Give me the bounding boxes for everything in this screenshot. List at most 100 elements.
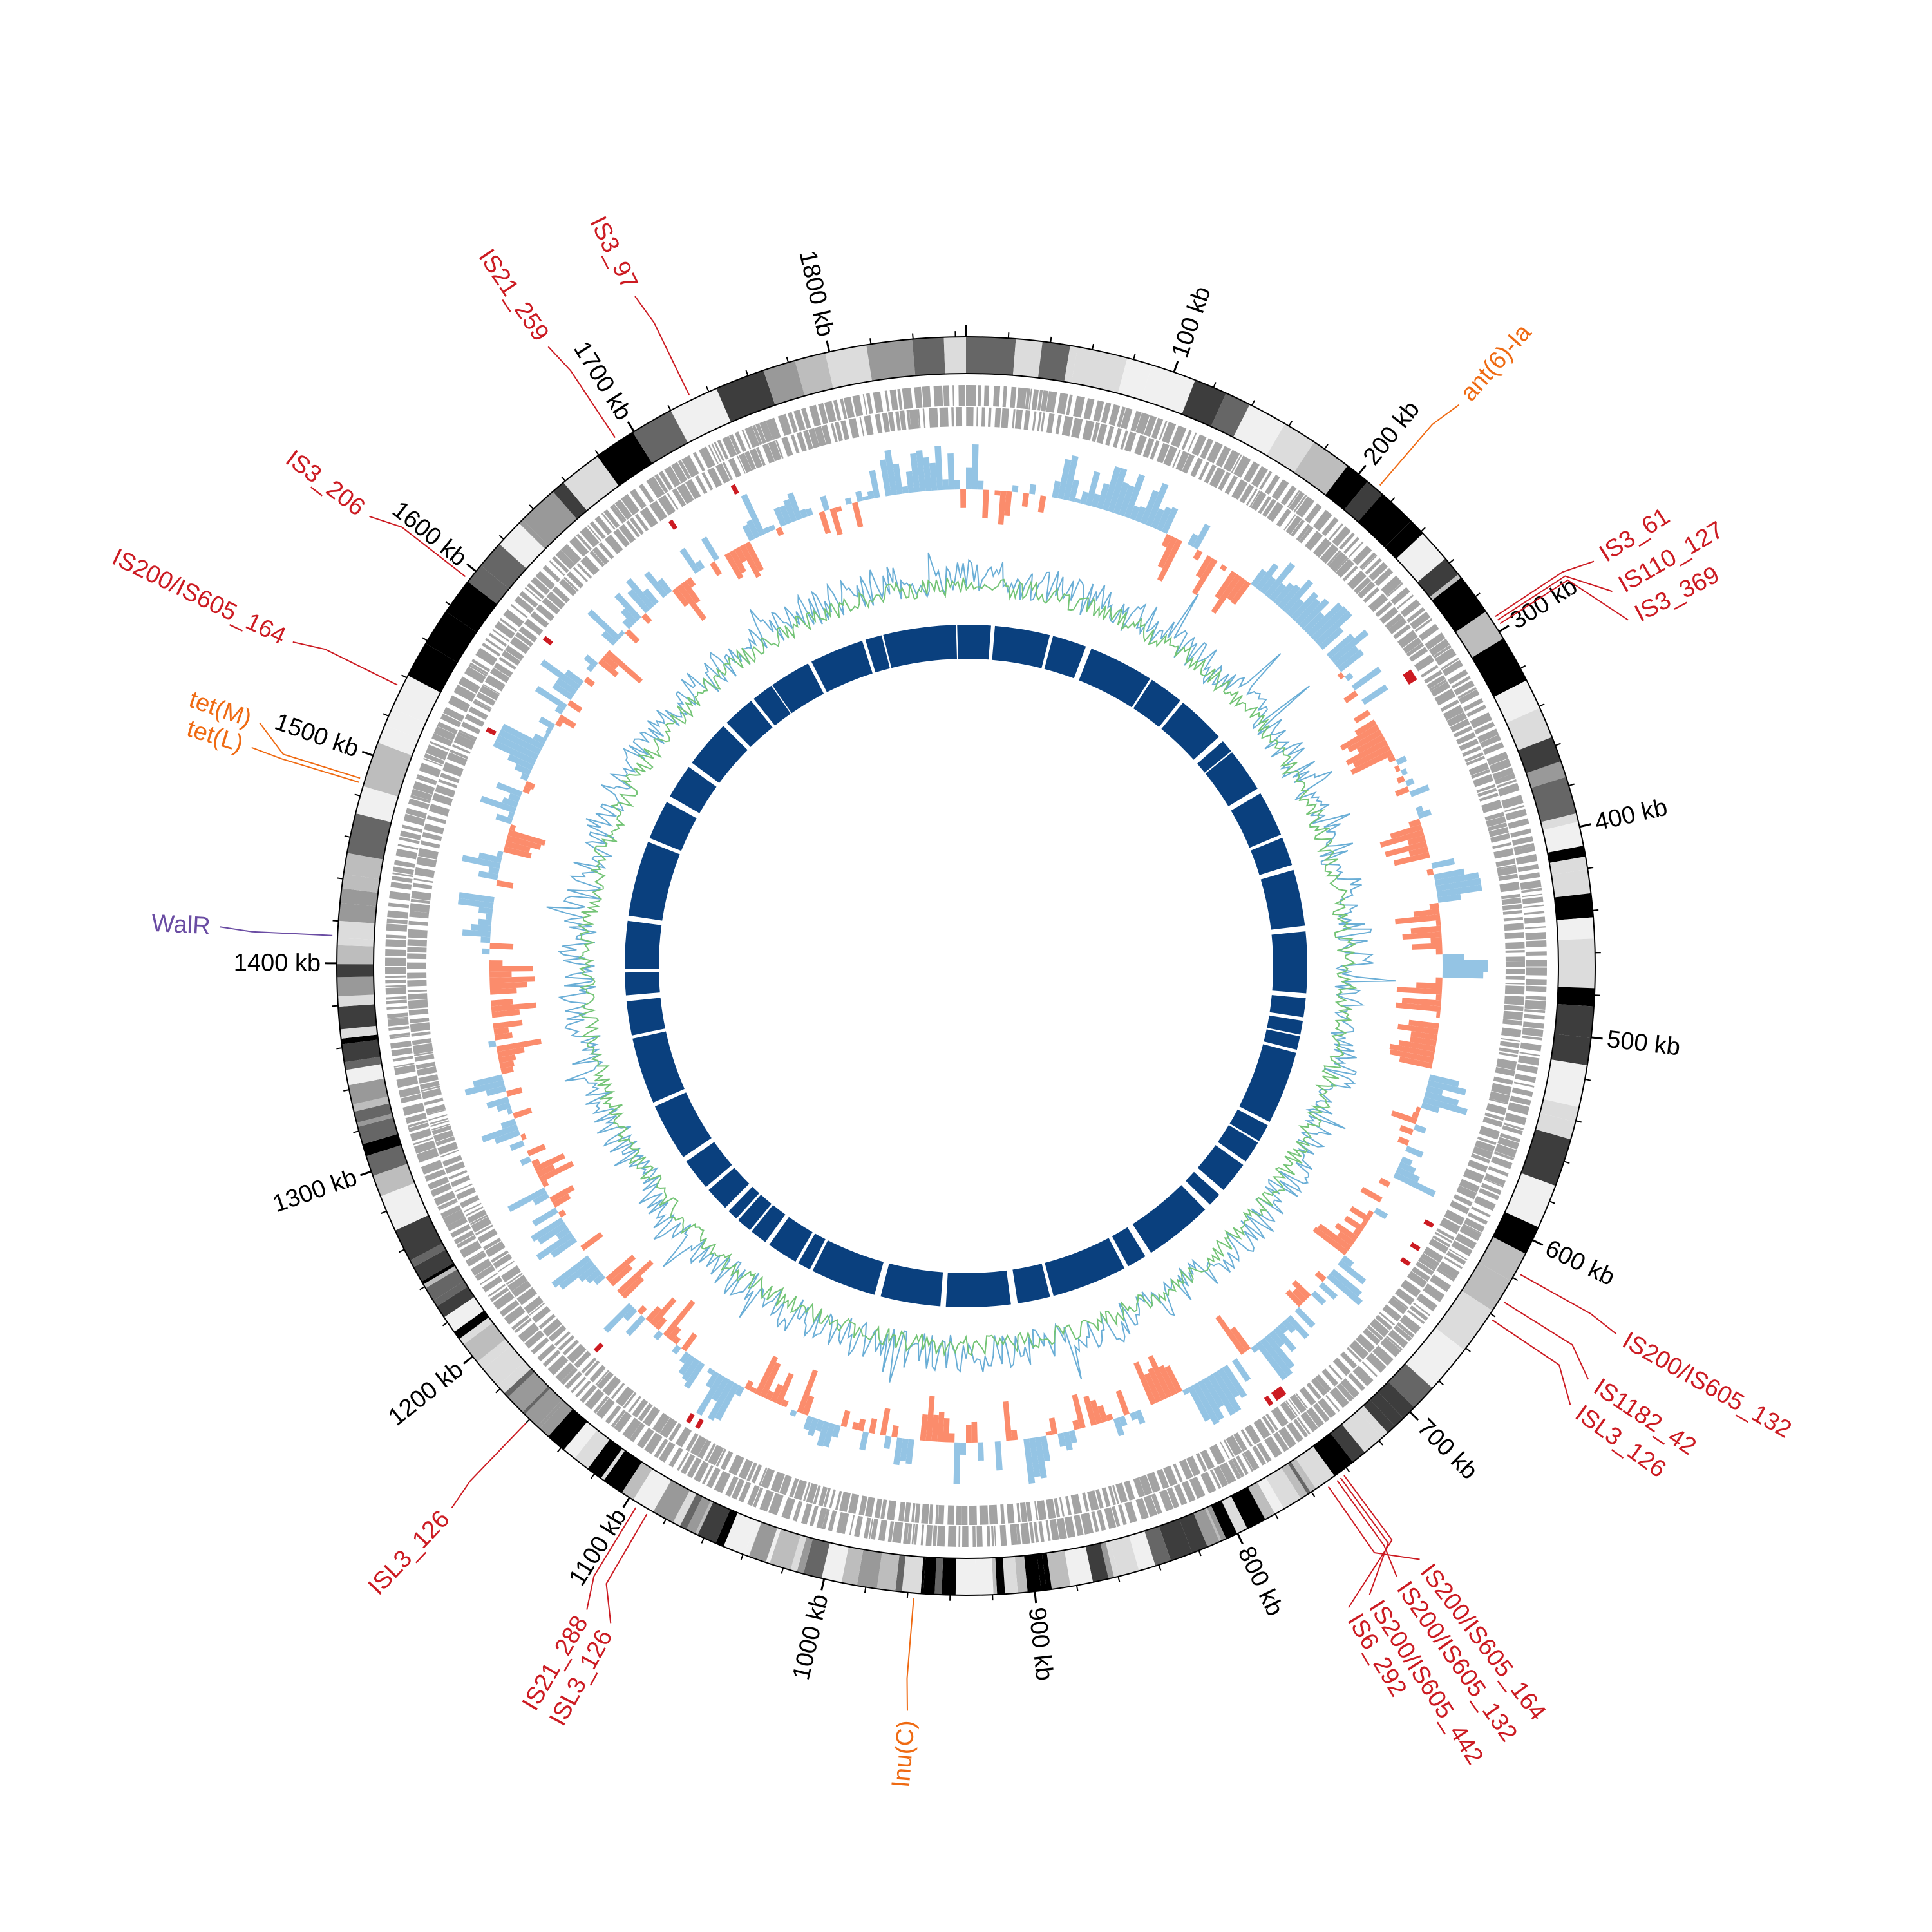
gene-block [440, 773, 460, 784]
tick-label: 900 kb [1023, 1606, 1058, 1682]
histogram-bar-negative [1410, 1036, 1437, 1046]
gene-block [511, 1280, 531, 1298]
gene-block [581, 1357, 597, 1374]
gene-block [1488, 1098, 1508, 1105]
ideogram-band [341, 874, 380, 893]
gene-block [1071, 417, 1083, 439]
gene-block [914, 386, 923, 408]
gene-block [497, 1260, 515, 1273]
histogram-bar-positive [657, 578, 672, 595]
histogram-bar-positive [514, 764, 532, 776]
gene-block [453, 1230, 475, 1245]
gene-block [1362, 1327, 1381, 1345]
ideogram-band [410, 1243, 446, 1267]
gene-block [482, 642, 501, 657]
histogram-bar-negative [1412, 1111, 1419, 1119]
gene-block [426, 815, 447, 824]
histogram-bar-positive [625, 1314, 646, 1336]
gene-block [430, 741, 450, 751]
gene-block [385, 939, 406, 947]
gene-block [1315, 1374, 1332, 1392]
ideogram-band [1182, 380, 1226, 427]
histogram-bar-positive [1119, 484, 1135, 516]
gc-skew-track [546, 552, 1396, 1383]
gene-block [1505, 982, 1525, 985]
gene-block [587, 524, 602, 542]
histogram-bar-positive [493, 740, 536, 766]
tick-label: 700 kb [1412, 1414, 1482, 1484]
gene-block [1406, 642, 1425, 657]
histogram-bar-negative [1133, 1361, 1157, 1405]
histogram-bar-positive [1034, 1436, 1047, 1479]
ideogram-band [1517, 737, 1561, 773]
is-element-mark [1271, 1390, 1281, 1401]
gene-block [407, 1120, 428, 1128]
gene-block [398, 1086, 421, 1098]
gene-block [1522, 896, 1544, 905]
histogram-bar-positive [787, 492, 802, 521]
ideogram-band [437, 1286, 475, 1318]
gene-block [1135, 412, 1150, 435]
gene-block [1484, 1173, 1506, 1187]
gene-block [426, 744, 448, 761]
gene-block [385, 957, 406, 966]
gene-block [408, 993, 428, 1000]
gene-block [1120, 430, 1128, 450]
gene-block [1186, 1455, 1201, 1477]
histogram-bar-positive [862, 495, 869, 501]
histogram-bar-positive [879, 459, 892, 497]
gene-block [1198, 461, 1210, 480]
tick-label: 800 kb [1233, 1542, 1289, 1620]
gene-block [809, 1505, 819, 1527]
histogram-bar-negative [583, 676, 596, 687]
gene-block [714, 1470, 731, 1493]
histogram-bar-positive [618, 630, 625, 638]
gene-block [470, 1258, 493, 1276]
gene-block [1526, 978, 1547, 985]
histogram-bar-negative [513, 1107, 533, 1119]
minor-tick [1133, 354, 1136, 360]
gene-block [446, 1217, 468, 1231]
gene-block [705, 1443, 716, 1462]
histogram-bar-positive [681, 1358, 701, 1381]
gene-block [720, 1450, 734, 1471]
minor-tick [1390, 497, 1396, 502]
gene-block [437, 721, 458, 735]
histogram-bar-positive [507, 1187, 547, 1213]
is-element-mark [695, 1418, 705, 1430]
ideogram-band [995, 1557, 1005, 1595]
gene-block [1243, 461, 1260, 483]
gene-block [443, 706, 465, 722]
gene-block [789, 1477, 799, 1498]
histogram-bar-positive [960, 1442, 966, 1455]
gene-block [407, 953, 427, 960]
histogram-bar-negative [971, 1421, 978, 1443]
gene-block [909, 409, 920, 430]
histogram-bar-positive [1023, 1438, 1036, 1484]
minor-tick [1564, 1160, 1570, 1164]
gene-block [983, 385, 990, 406]
gene-block [952, 385, 954, 406]
gene-block [438, 779, 458, 788]
gene-block [936, 1525, 945, 1547]
major-tick [820, 1578, 826, 1591]
gene-block [475, 1265, 495, 1282]
gene-block [492, 629, 510, 643]
gene-block [840, 420, 849, 440]
gene-block [1498, 873, 1519, 881]
histogram-bar-positive [1269, 1330, 1285, 1348]
histogram-bar-negative [1415, 1106, 1421, 1113]
gene-block [1195, 1453, 1208, 1472]
histogram-bar-positive [1151, 508, 1165, 529]
histogram-bar-positive [478, 907, 493, 914]
gene-block [777, 413, 792, 436]
gene-block [389, 1035, 410, 1039]
histogram-bar-positive [884, 450, 898, 496]
histogram-bar-positive [1326, 633, 1355, 659]
gene-block [939, 407, 949, 427]
gene-block [1363, 587, 1380, 603]
gene-block [407, 962, 427, 969]
gene-block [1375, 601, 1393, 618]
gene-block [1524, 1009, 1546, 1014]
gene-block [1432, 1235, 1451, 1247]
